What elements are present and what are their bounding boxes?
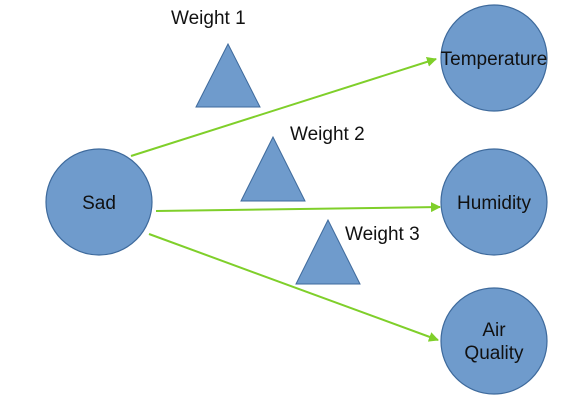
node-humidity: Humidity xyxy=(440,148,548,256)
edge-sad-temperature xyxy=(130,56,437,157)
node-air-quality-label-line-1: Air xyxy=(482,320,506,341)
node-air-quality: Air Quality xyxy=(440,287,548,395)
node-air-quality-label-line-2: Quality xyxy=(464,343,524,364)
weight-2-label: Weight 2 xyxy=(290,124,365,145)
weight-3-triangle xyxy=(295,218,361,285)
edge-sad-air-quality xyxy=(148,233,439,342)
node-temperature-label: Temperature xyxy=(441,49,548,70)
edge-sad-humidity xyxy=(155,202,441,213)
node-sad: Sad xyxy=(45,148,153,256)
node-sad-label: Sad xyxy=(82,193,116,214)
weight-3-label: Weight 3 xyxy=(345,224,420,245)
weight-1-label: Weight 1 xyxy=(171,8,246,29)
node-temperature: Temperature xyxy=(440,4,548,112)
weight-2-triangle xyxy=(240,135,306,202)
weight-1-triangle xyxy=(195,42,261,108)
node-humidity-label: Humidity xyxy=(457,193,531,214)
